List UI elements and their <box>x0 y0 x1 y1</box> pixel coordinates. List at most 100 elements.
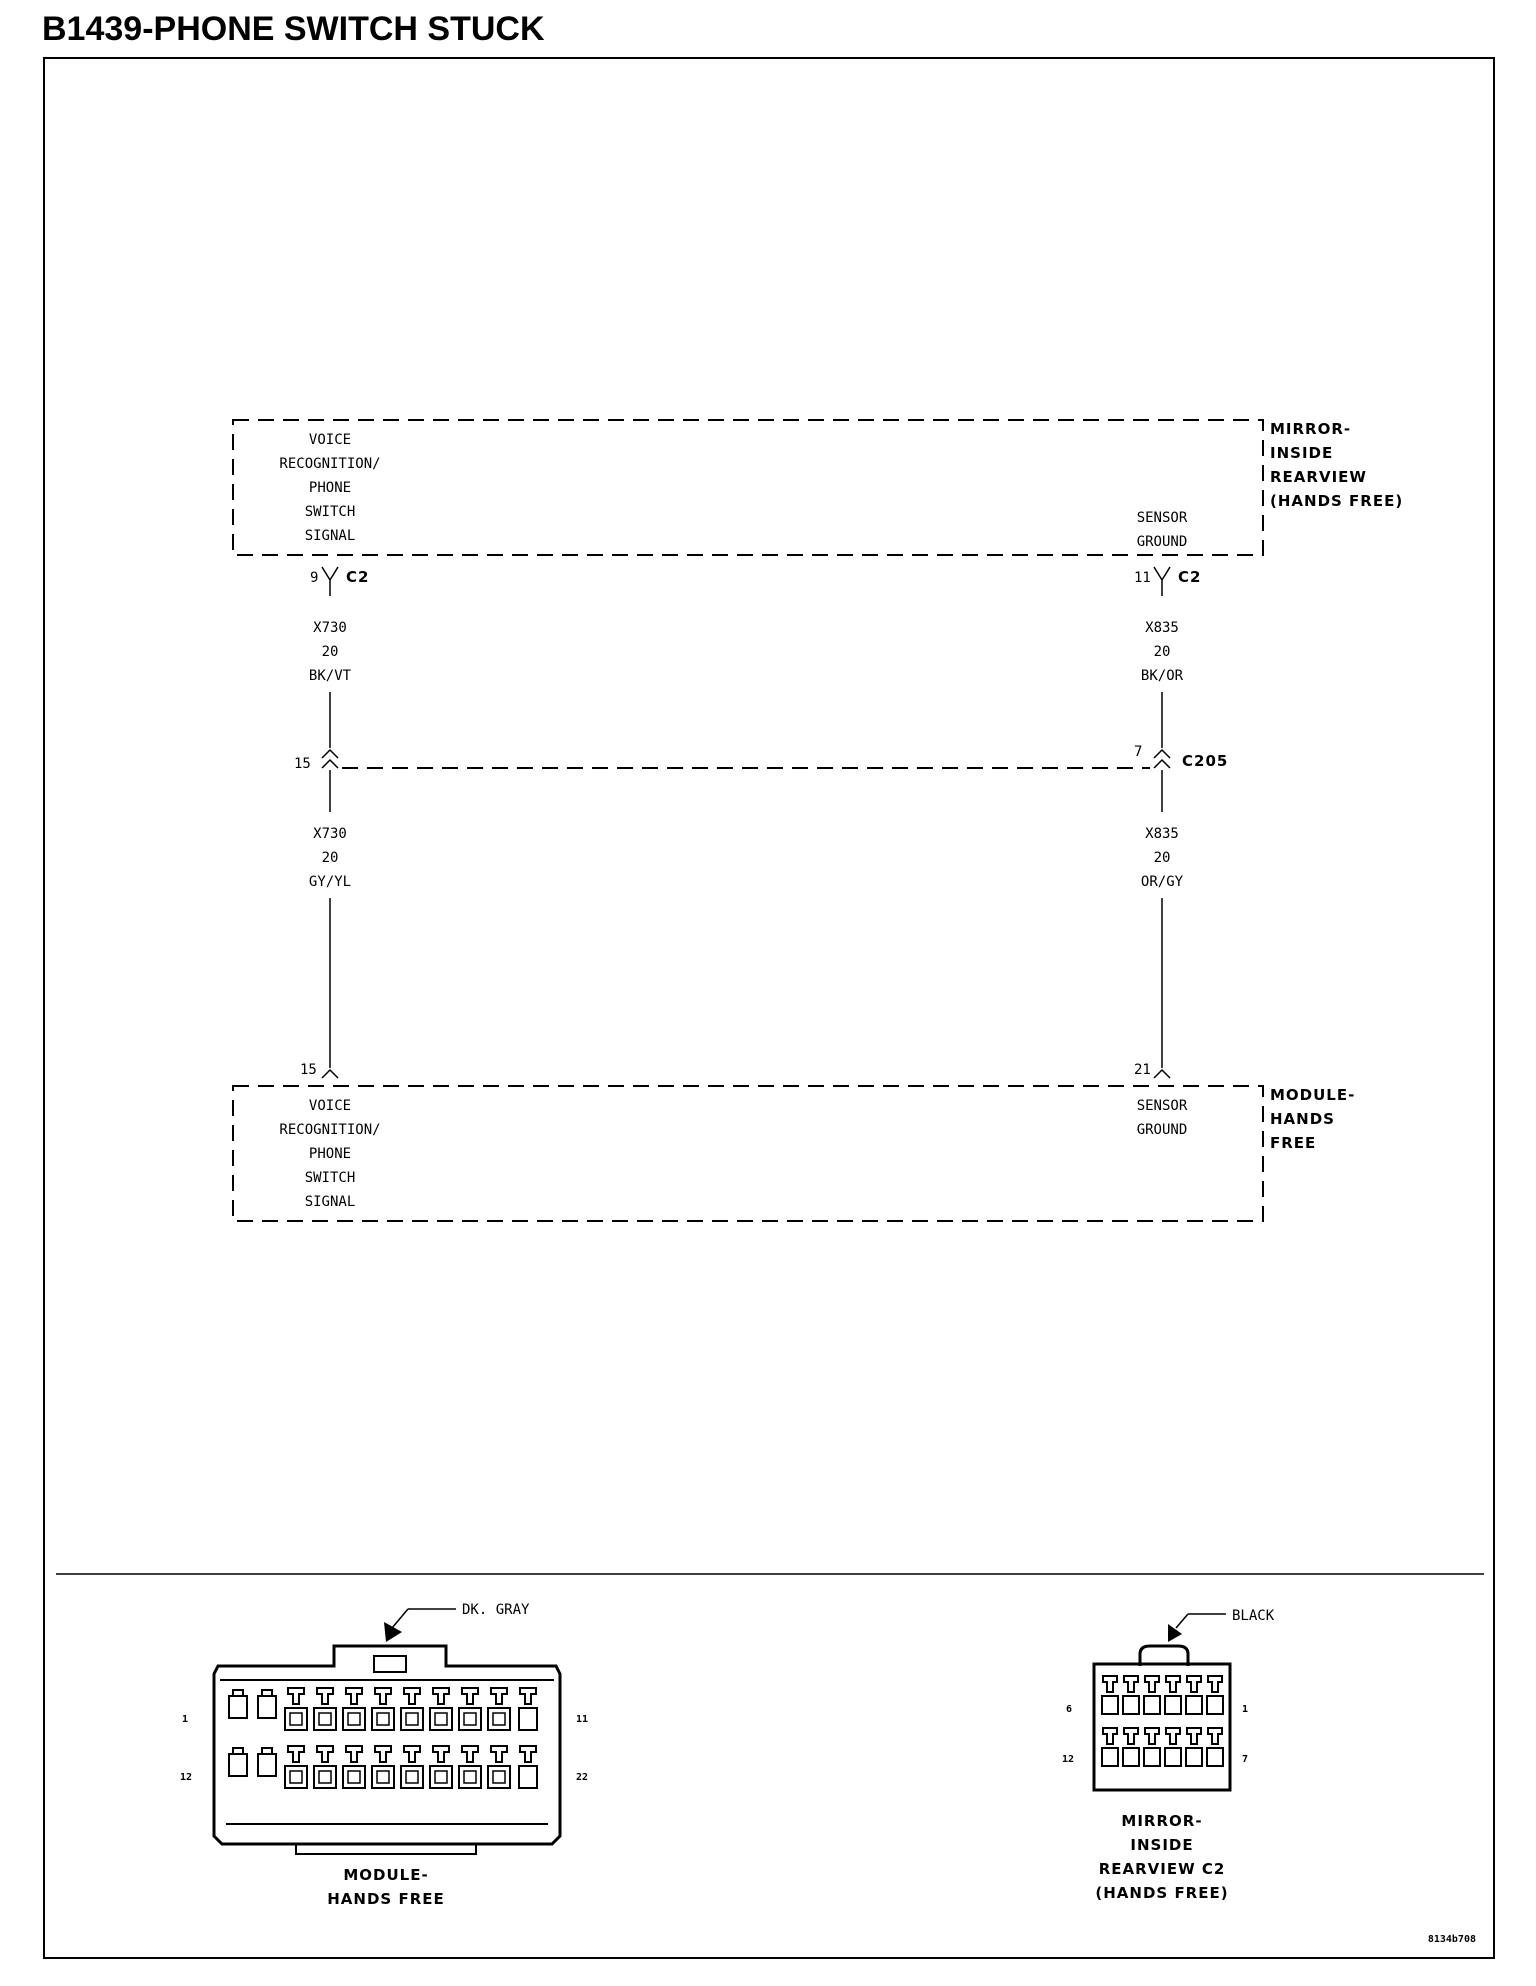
left-circuit: 9 C2 X730 20 BK/VT 15 X730 20 GY/YL 15 <box>294 566 368 1079</box>
module-cavity <box>518 1707 538 1731</box>
module-cavity-latch <box>316 1687 334 1705</box>
module-cavity <box>284 1707 308 1731</box>
inline-connector-name: C205 <box>1182 752 1228 770</box>
module-cavity-latch <box>345 1745 363 1763</box>
right-upper-wire-circuit: X835 <box>1145 620 1179 636</box>
mirror-cavity <box>1122 1695 1140 1715</box>
mirror-cavity-grid <box>1101 1675 1224 1767</box>
module-cavity-latch <box>287 1687 305 1705</box>
module-cavity-latch <box>432 1687 450 1705</box>
module-pin-label-top-left: 1 <box>182 1714 188 1725</box>
mirror-left-pin-label-1: VOICE <box>309 432 351 448</box>
module-cavity <box>487 1707 511 1731</box>
mirror-connector-name-line-3: REARVIEW C2 <box>1099 1860 1226 1878</box>
module-right-pin-label-1: SENSOR <box>1137 1098 1188 1114</box>
module-cavity-latch <box>432 1745 450 1763</box>
module-cavity-lock <box>232 1747 244 1754</box>
module-cavity-latch <box>316 1745 334 1763</box>
module-cavity-lock <box>261 1747 273 1754</box>
left-inline-pin: 15 <box>294 756 311 772</box>
module-cavity-terminal <box>318 1770 332 1784</box>
mirror-cavity <box>1143 1747 1161 1767</box>
mirror-cavity <box>1101 1695 1119 1715</box>
module-left-pin-label-2: RECOGNITION/ <box>279 1122 380 1138</box>
module-cavity-latch <box>374 1745 392 1763</box>
module-cavity-terminal <box>347 1770 361 1784</box>
module-cavity-terminal <box>318 1712 332 1726</box>
mirror-cavity-latch <box>1144 1675 1160 1693</box>
left-bottom-pin: 15 <box>300 1062 317 1078</box>
mirror-left-pin-label-2: RECOGNITION/ <box>279 456 380 472</box>
module-cavity-latch <box>519 1745 537 1763</box>
module-cavity-terminal <box>376 1712 390 1726</box>
module-name-line-3: FREE <box>1270 1134 1316 1152</box>
mirror-right-pin-label-1: SENSOR <box>1137 510 1188 526</box>
module-cavity <box>313 1765 337 1789</box>
module-connector-name-line-2: HANDS FREE <box>327 1890 444 1908</box>
module-left-pin-label-3: PHONE <box>309 1146 351 1162</box>
mirror-cavity <box>1164 1695 1182 1715</box>
mirror-cavity <box>1185 1695 1203 1715</box>
left-lower-wire-color: GY/YL <box>309 874 351 890</box>
module-color-arrow-icon <box>384 1622 402 1642</box>
mirror-pin-label-top-left: 6 <box>1066 1704 1072 1715</box>
mirror-connector-name-line-4: (HANDS FREE) <box>1095 1884 1228 1902</box>
module-cavity <box>429 1707 453 1731</box>
right-top-connector-symbol <box>1153 566 1171 596</box>
right-lower-wire-circuit: X835 <box>1145 826 1179 842</box>
mirror-cavity <box>1206 1747 1224 1767</box>
module-cavity <box>371 1765 395 1789</box>
mirror-color-arrow-icon <box>1168 1624 1182 1642</box>
module-cavity-terminal <box>492 1712 506 1726</box>
right-bottom-pin: 21 <box>1134 1062 1151 1078</box>
module-cavity <box>257 1695 277 1719</box>
mirror-name-line-1: MIRROR- <box>1270 420 1351 438</box>
mirror-left-pin-label-5: SIGNAL <box>305 528 356 544</box>
right-lower-wire-color: OR/GY <box>1141 874 1184 890</box>
mirror-connector-view: BLACK 6 1 12 7 MIRROR- INSIDE REARVIEW C… <box>1062 1608 1275 1902</box>
mirror-name-line-3: REARVIEW <box>1270 468 1367 486</box>
module-cavity-lock <box>232 1689 244 1696</box>
mirror-cavity <box>1122 1747 1140 1767</box>
module-cavity-terminal <box>492 1770 506 1784</box>
module-cavity <box>487 1765 511 1789</box>
mirror-color-leader-diagonal <box>1175 1613 1189 1629</box>
right-lower-wire-gauge: 20 <box>1154 850 1171 866</box>
module-cavity-terminal <box>405 1712 419 1726</box>
left-lower-wire-gauge: 20 <box>322 850 339 866</box>
mirror-cavity-latch <box>1186 1727 1202 1745</box>
mirror-cavity-latch <box>1165 1727 1181 1745</box>
mirror-cavity-latch <box>1144 1727 1160 1745</box>
module-cavity <box>518 1765 538 1789</box>
mirror-name-line-2: INSIDE <box>1270 444 1333 462</box>
mirror-connector-name-line-2: INSIDE <box>1130 1836 1193 1854</box>
right-upper-wire-gauge: 20 <box>1154 644 1171 660</box>
mirror-pin-label-top-right: 1 <box>1242 1704 1248 1715</box>
module-left-pin-label-4: SWITCH <box>305 1170 356 1186</box>
module-component: MODULE- HANDS FREE VOICE RECOGNITION/ PH… <box>232 1085 1354 1222</box>
module-cavity-terminal <box>289 1770 303 1784</box>
mirror-cavity-latch <box>1186 1675 1202 1693</box>
module-cavity-terminal <box>289 1712 303 1726</box>
module-cavity <box>257 1753 277 1777</box>
module-cavity-latch <box>519 1687 537 1705</box>
mirror-right-pin-label-2: GROUND <box>1137 534 1188 550</box>
mirror-cavity-latch <box>1102 1727 1118 1745</box>
module-connector-housing <box>212 1644 562 1846</box>
module-cavity-terminal <box>405 1770 419 1784</box>
mirror-component-box <box>232 419 1264 556</box>
left-lower-wire-circuit: X730 <box>313 826 347 842</box>
module-cavity-terminal <box>376 1770 390 1784</box>
module-cavity-grid <box>228 1687 538 1789</box>
module-cavity <box>313 1707 337 1731</box>
module-cavity-terminal <box>347 1712 361 1726</box>
module-connector-view: DK. GRAY 1 11 12 22 MODULE- HANDS FREE <box>180 1602 588 1908</box>
module-cavity-lock <box>261 1689 273 1696</box>
diagram-frame <box>43 57 1495 1959</box>
module-cavity <box>400 1765 424 1789</box>
module-cavity-latch <box>490 1687 508 1705</box>
mirror-cavity-latch <box>1123 1675 1139 1693</box>
mirror-connector-housing <box>1092 1662 1232 1792</box>
left-upper-wire-color: BK/VT <box>309 668 352 684</box>
mirror-cavity-latch <box>1165 1675 1181 1693</box>
